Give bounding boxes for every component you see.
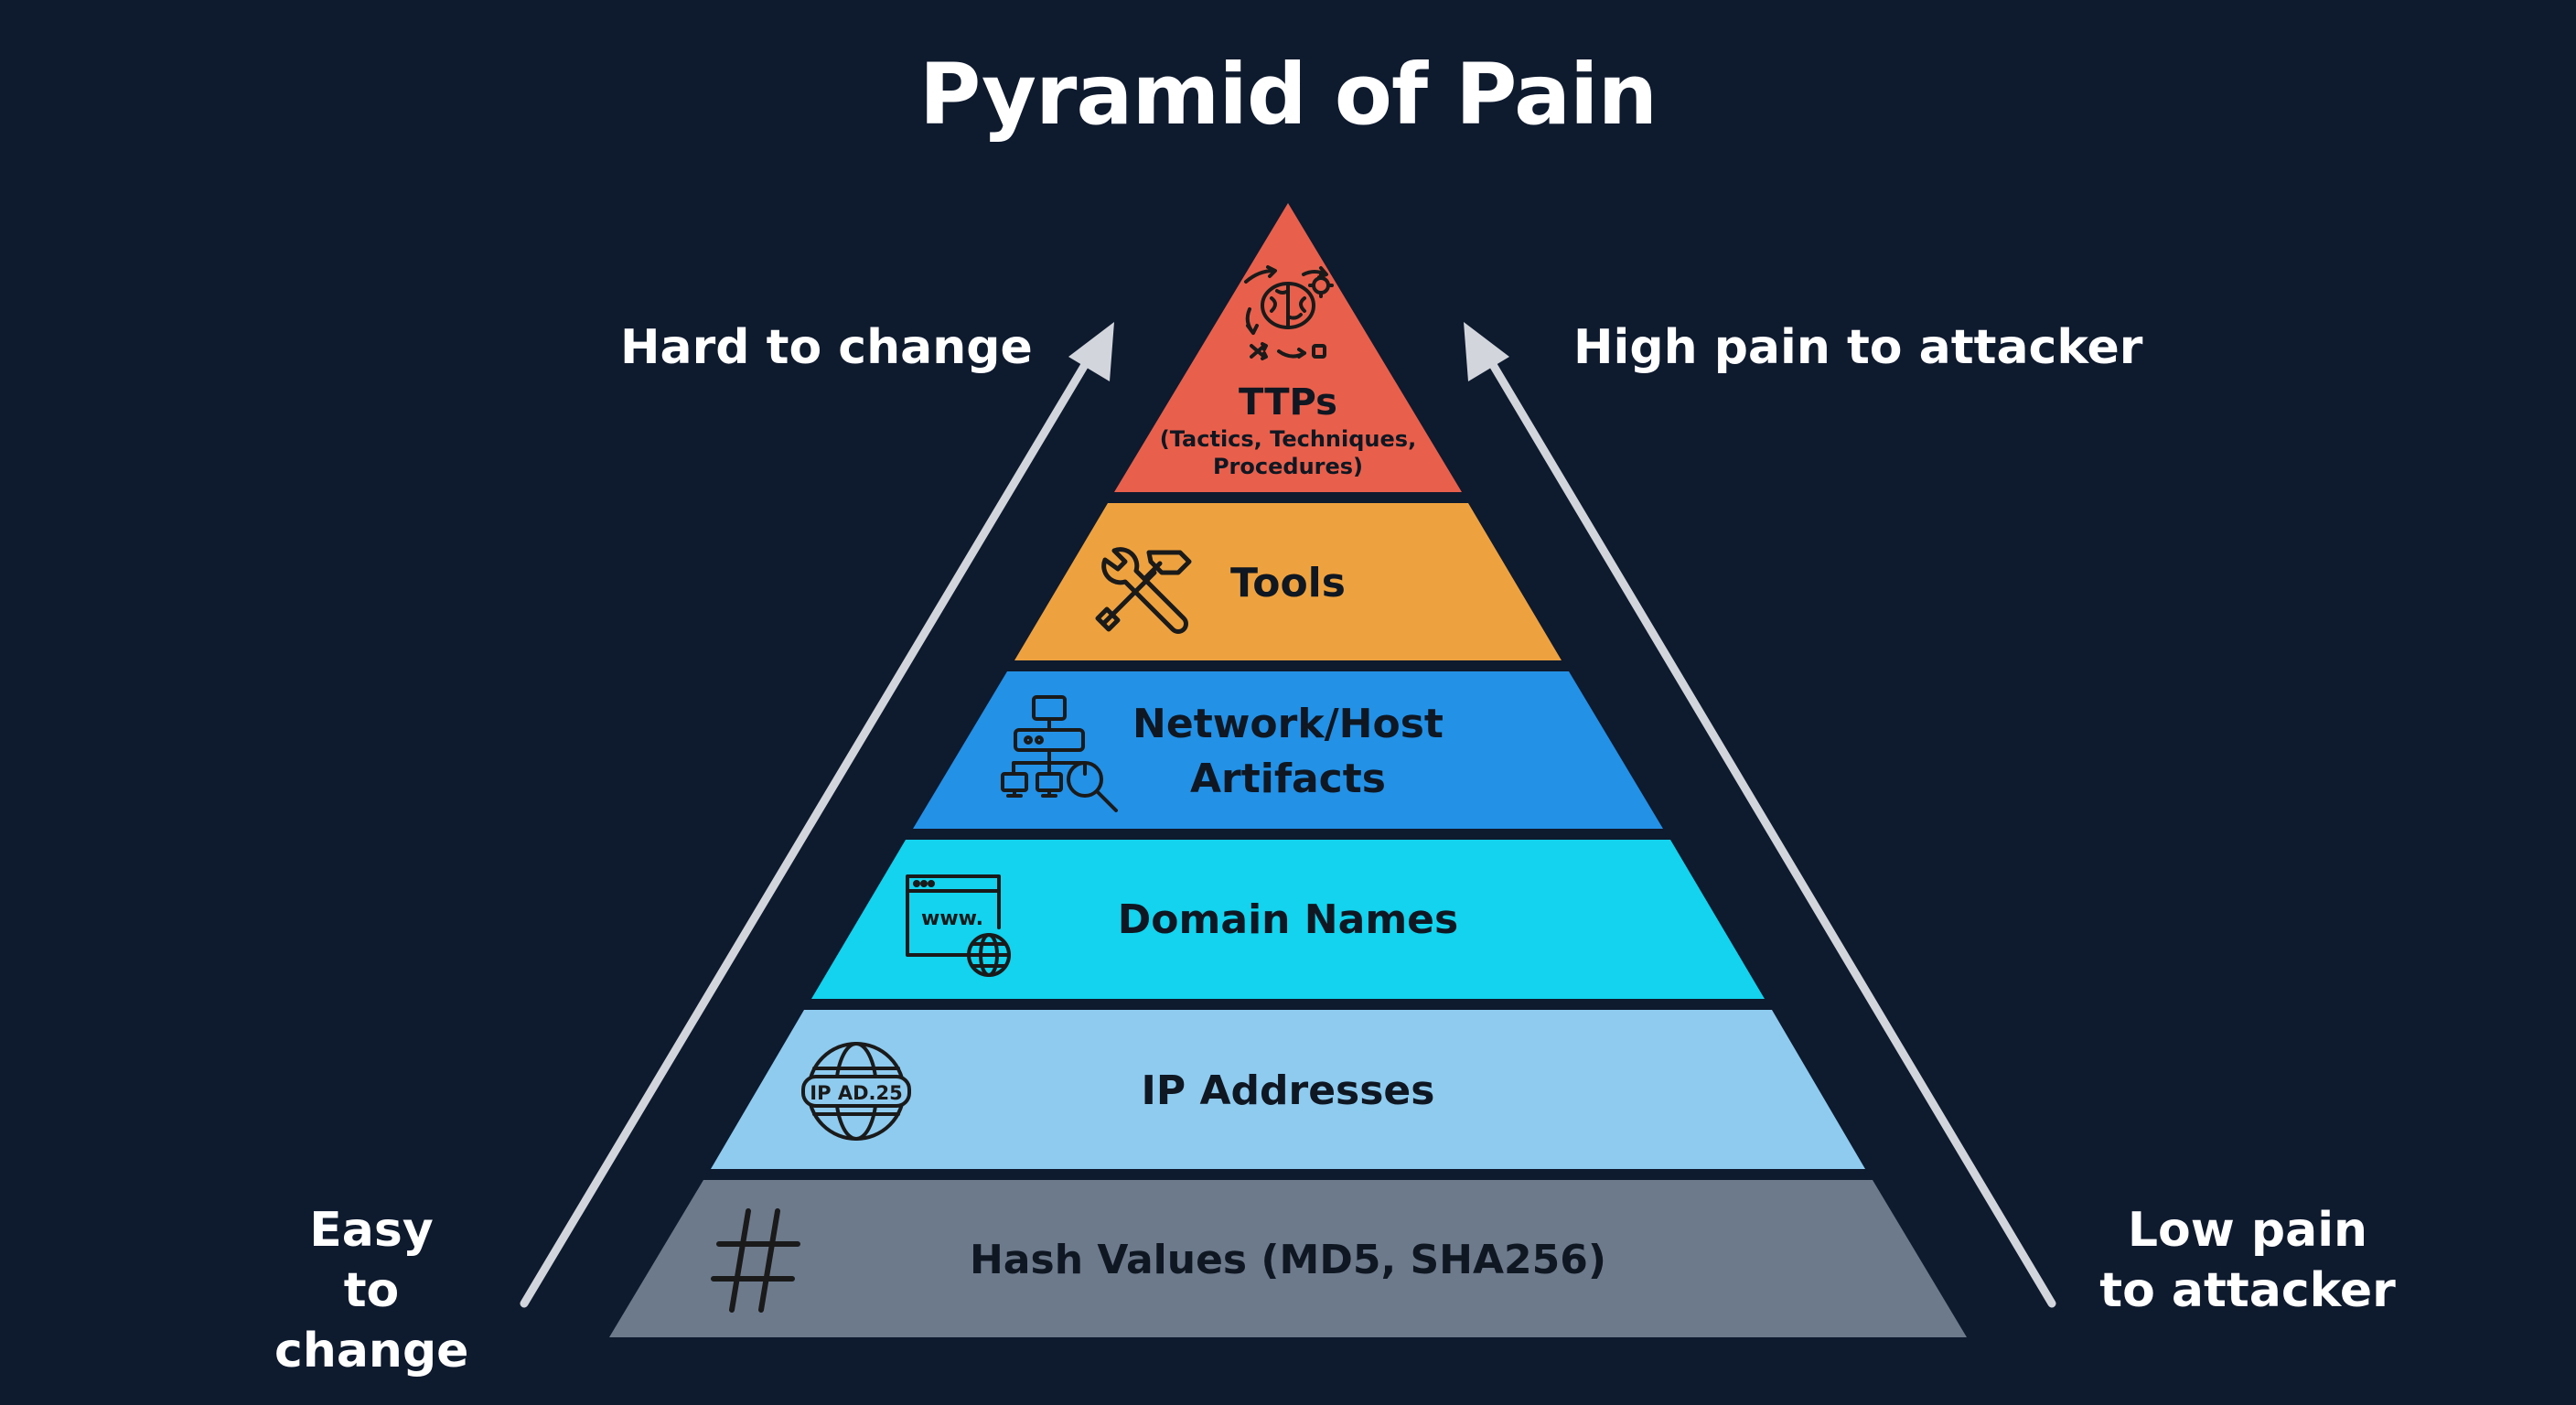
ip-globe-icon [801, 1042, 911, 1141]
tools-label: Tools [1230, 560, 1346, 606]
layer-tools [1014, 503, 1562, 660]
ttps-label: TTPs [1239, 381, 1337, 424]
network-host-label-line2: Artifacts [1190, 756, 1386, 802]
layer-hash-values [609, 1180, 1967, 1337]
page-title: Pyramid of Pain [918, 46, 1658, 144]
left-arrow [520, 322, 1114, 1308]
low-pain-label: Low pain to attacker [2099, 1203, 2396, 1318]
easy-to-change-label: Easy to change [274, 1203, 469, 1378]
network-host-label-line1: Network/Host [1132, 701, 1444, 747]
layer-domain-names [811, 840, 1765, 999]
high-pain-label: High pain to attacker [1573, 320, 2143, 375]
wrench-hammer-icon [1095, 547, 1192, 634]
ttps-sublabel-line2: Procedures) [1213, 454, 1363, 479]
right-arrow [1464, 322, 2056, 1308]
hard-to-change-label: Hard to change [620, 320, 1033, 375]
layer-network-host-artifacts [913, 671, 1663, 829]
ip-addresses-label: IP Addresses [1142, 1067, 1435, 1114]
www-icon-text: www. [921, 907, 983, 930]
brain-process-icon [1244, 265, 1334, 360]
layer-ip-addresses [711, 1010, 1865, 1169]
hash-icon [711, 1208, 800, 1313]
www-globe-icon [906, 874, 1011, 977]
layer-ttps [1114, 203, 1462, 492]
network-search-icon [1001, 695, 1118, 812]
ip-icon-text: IP AD.25 [810, 1082, 902, 1104]
ttps-sublabel-line1: (Tactics, Techniques, [1160, 426, 1416, 452]
domain-names-label: Domain Names [1118, 896, 1458, 943]
hash-values-label: Hash Values (MD5, SHA256) [970, 1237, 1606, 1283]
